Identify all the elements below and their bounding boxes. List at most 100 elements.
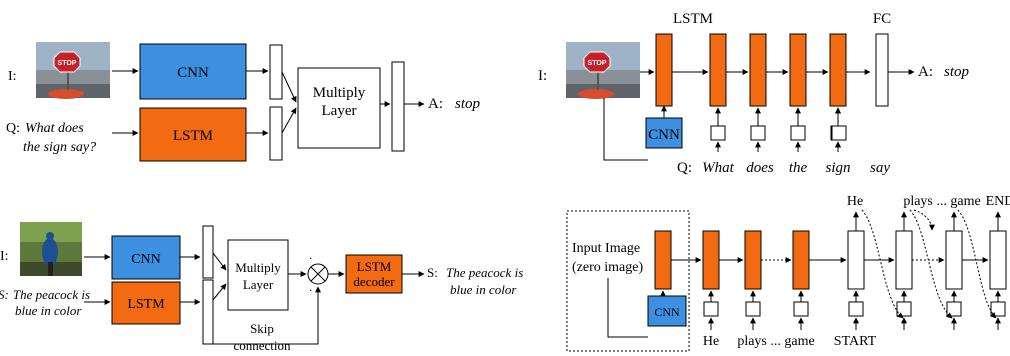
caption-skip-panel: I: CNN S: The peacock is blue in color LS…	[0, 222, 523, 353]
vqa-multiply-panel: I: STOP CNN Q: What does the sign say? L…	[6, 42, 481, 162]
bl-lstm-box	[111, 281, 181, 325]
tl-a-prefix: A:	[428, 96, 443, 112]
bl-skip-line2: connection	[233, 338, 291, 353]
tr-lstm-cell	[655, 33, 673, 107]
tl-lstm-label: LSTM	[173, 128, 213, 144]
bl-dot-b: ·	[309, 286, 312, 297]
br-decoder-cell	[895, 230, 913, 290]
tl-mult-line1: Multiply	[313, 85, 366, 101]
bl-lstm-feature	[202, 279, 214, 345]
br-decoder-cell	[847, 230, 865, 290]
br-input-line2: (zero image)	[572, 260, 643, 275]
tr-lstm-cell	[789, 33, 807, 107]
peacock-photo	[20, 222, 82, 276]
bl-out-line1: The peacock is	[446, 265, 523, 280]
br-cnn-box	[647, 295, 687, 327]
br-out-end: END	[986, 194, 1010, 209]
br-feedback-curve	[957, 209, 997, 319]
tr-fc-layer	[875, 33, 889, 107]
tr-embed-box	[790, 125, 806, 141]
br-word-start: START	[834, 334, 877, 349]
tl-q-prefix: Q:	[6, 121, 20, 136]
br-lstm-cell	[744, 230, 762, 290]
br-feedback-curve	[913, 209, 935, 231]
tr-lstm-cell	[709, 33, 727, 107]
bl-dec-line1: LSTM	[357, 259, 392, 274]
caption-zero-image-panel: Input Image (zero image) CNN He plays ..…	[566, 194, 1010, 352]
tr-lstm-cell	[749, 33, 767, 107]
tr-embed-box	[710, 125, 726, 141]
br-out-plays: plays ... game	[903, 194, 980, 209]
tr-image-label: I:	[538, 68, 547, 84]
tl-lstm-box	[139, 107, 247, 162]
br-lstm-cell	[792, 230, 810, 290]
tl-a-value: stop	[455, 96, 481, 112]
tr-q-prefix: Q:	[677, 160, 692, 176]
tl-image-label: I:	[8, 69, 17, 84]
bl-cnn-label: CNN	[131, 252, 161, 267]
tr-question-word: does	[746, 160, 774, 176]
br-cnn-label: CNN	[654, 305, 680, 319]
br-embed-box	[703, 301, 719, 317]
br-input-line1: Input Image	[572, 241, 640, 256]
tr-lstm-title: LSTM	[673, 11, 713, 27]
br-embed-box	[896, 301, 912, 317]
bl-dot-a: ·	[309, 254, 312, 265]
tr-question-word: sign	[825, 160, 850, 176]
br-word-plays: plays ... game	[737, 334, 814, 349]
tl-cnn-label: CNN	[177, 65, 209, 81]
bl-image-label: I:	[0, 249, 9, 264]
bl-cnn-feature	[202, 225, 214, 279]
bl-s-line1: The peacock is	[13, 287, 90, 302]
tr-a-value: stop	[944, 64, 970, 80]
bl-cnn-box	[111, 235, 181, 280]
stop-sign-photo: STOP	[36, 42, 110, 99]
bl-lstm-decoder	[345, 254, 403, 294]
br-lstm-cell	[702, 230, 720, 290]
tl-multiply-layer	[297, 67, 381, 149]
br-input-region	[566, 210, 690, 352]
bl-lstm-label: LSTM	[127, 297, 165, 312]
br-out-he: He	[847, 194, 863, 209]
tr-question-word: the	[789, 160, 808, 176]
tl-mult-line2: Layer	[322, 103, 357, 119]
br-embed-box	[793, 301, 809, 317]
tr-embed-box	[750, 125, 766, 141]
tr-question-word: say	[870, 160, 890, 176]
svg-text:STOP: STOP	[588, 60, 607, 67]
br-embed-box	[848, 301, 864, 317]
tl-cnn-feature	[269, 44, 283, 100]
bl-out-line2: blue in color	[450, 282, 517, 297]
tr-embed-box	[831, 125, 847, 141]
stop-sign-photo-2: STOP	[566, 42, 640, 99]
bl-s-prefix: S:	[0, 287, 9, 302]
tr-fc-title: FC	[873, 11, 891, 27]
svg-text:STOP: STOP	[58, 60, 77, 67]
tr-a-prefix: A:	[918, 64, 933, 80]
tr-lstm-cell	[829, 33, 847, 107]
tr-lstm-chain	[655, 33, 871, 152]
br-word-he: He	[703, 334, 719, 349]
bl-mult-line1: Multiply	[235, 260, 281, 275]
tr-question-word: What	[702, 160, 734, 176]
br-lstm-chain	[671, 209, 1007, 330]
bl-out-prefix: S:	[427, 265, 438, 280]
bl-multiply-layer	[227, 239, 289, 311]
bl-s-line1-full: S: The peacock is	[0, 287, 90, 302]
tl-q-line2: the sign say?	[23, 140, 96, 155]
br-image-lstm	[654, 230, 672, 290]
bl-mult-line2: Layer	[243, 277, 274, 292]
br-embed-box	[990, 301, 1006, 317]
bl-dec-line2: decoder	[353, 274, 395, 289]
br-embed-box	[946, 301, 962, 317]
tr-cnn-label: CNN	[648, 127, 680, 143]
tl-q-line1: What does	[25, 121, 84, 136]
bl-s-line2: blue in color	[15, 303, 82, 318]
tl-output-vector	[391, 61, 405, 152]
br-decoder-cell	[989, 230, 1007, 290]
tl-lstm-feature	[269, 106, 283, 161]
br-embed-box	[745, 301, 761, 317]
